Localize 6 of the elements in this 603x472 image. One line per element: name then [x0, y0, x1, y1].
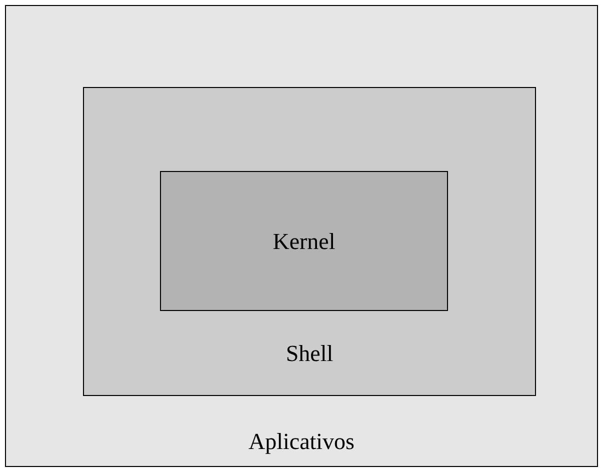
layer-label: Kernel [272, 228, 336, 256]
layer-label: Shell [286, 340, 334, 368]
middle-layer-box [83, 87, 536, 396]
layer-label: Aplicativos [248, 428, 355, 456]
inner-layer-box [160, 171, 448, 311]
outer-layer-box [5, 5, 598, 467]
